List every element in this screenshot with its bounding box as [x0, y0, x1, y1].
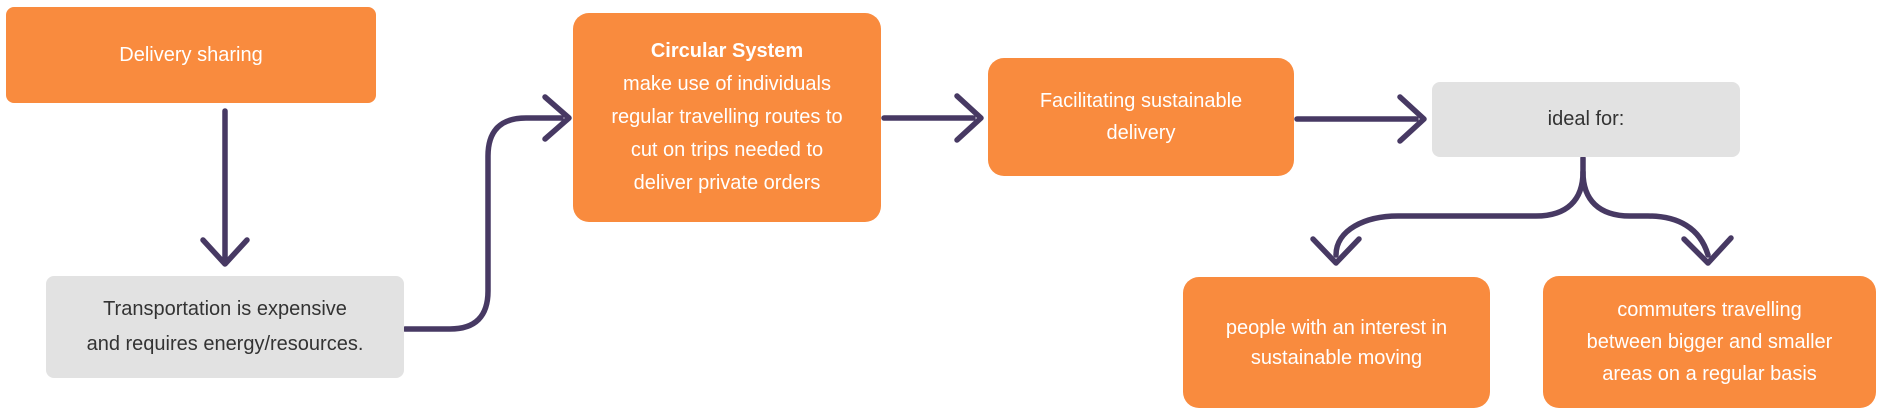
node-people-interest-label: people with an interest in sustainable m… — [1225, 316, 1448, 369]
node-commuters: commuters travelling between bigger and … — [1543, 276, 1876, 408]
arrow-ideal-to-people-icon — [1310, 155, 1586, 266]
arrow-facilitating-to-ideal-icon — [1294, 94, 1427, 144]
node-circular-system: Circular System make use of individuals … — [573, 13, 881, 222]
node-commuters-label: commuters travelling between bigger and … — [1586, 299, 1833, 385]
node-delivery-sharing: Delivery sharing — [6, 7, 376, 103]
node-facilitating-delivery: Facilitating sustainable delivery — [988, 58, 1294, 176]
node-transportation-label: Transportation is expensive and requires… — [86, 298, 364, 355]
arrow-delivery-to-transportation-icon — [200, 108, 250, 267]
node-ideal-for-label: ideal for: — [1547, 108, 1625, 130]
node-delivery-sharing-label: Delivery sharing — [119, 43, 263, 66]
node-people-interest: people with an interest in sustainable m… — [1183, 277, 1490, 408]
arrow-circular-to-facilitating-icon — [881, 93, 984, 143]
node-circular-system-body: make use of individuals regular travelli… — [611, 73, 843, 194]
node-transportation: Transportation is expensive and requires… — [46, 276, 404, 378]
node-facilitating-delivery-label: Facilitating sustainable delivery — [1039, 90, 1243, 144]
arrow-transportation-to-circular-icon — [402, 94, 572, 332]
node-circular-system-title: Circular System — [650, 40, 804, 62]
arrow-ideal-to-commuters-icon — [1580, 169, 1734, 266]
node-ideal-for: ideal for: — [1432, 82, 1740, 157]
